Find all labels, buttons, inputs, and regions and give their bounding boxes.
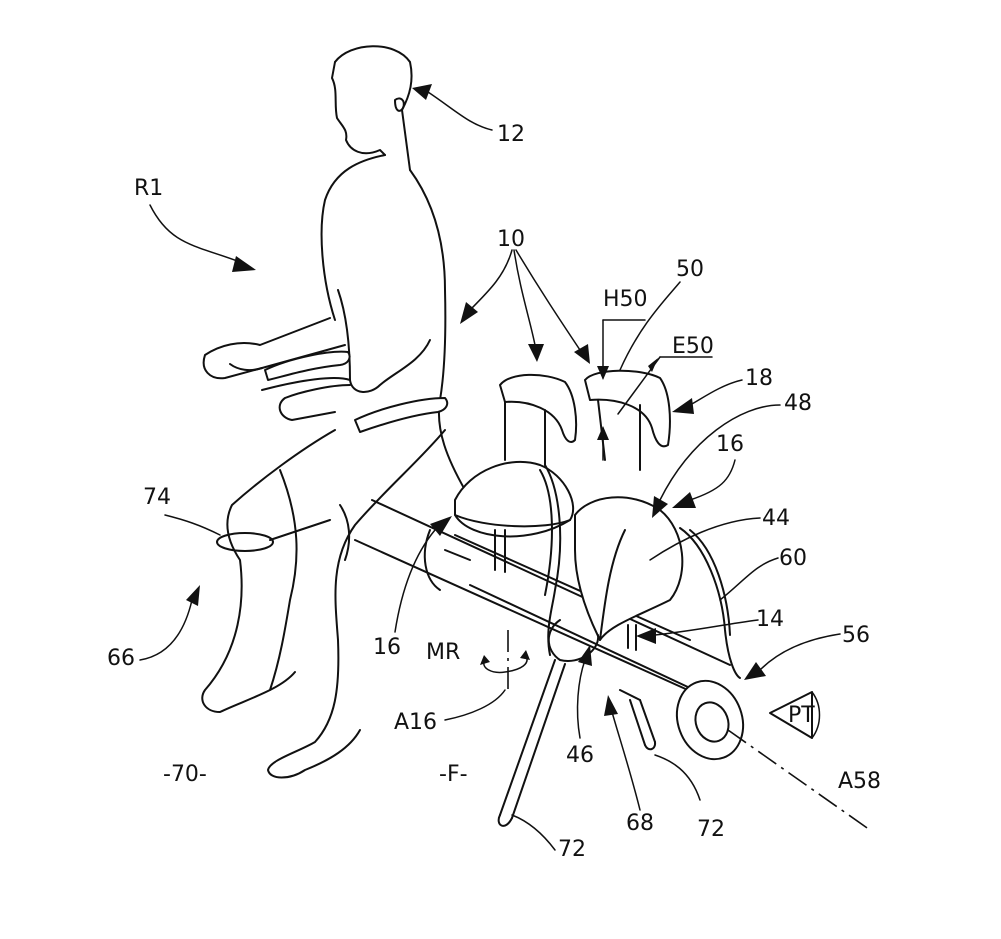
seat-16-right [547, 369, 741, 701]
label-18: 18 [745, 366, 773, 391]
label-f: -F- [439, 762, 468, 787]
label-46: 46 [566, 743, 594, 768]
label-a58: A58 [838, 769, 881, 794]
label-pt: PT [788, 703, 815, 728]
axis-a58 [727, 729, 871, 831]
label-50: 50 [676, 257, 704, 282]
dimension-h50 [597, 319, 646, 461]
label-16-right: 16 [716, 432, 744, 457]
label-70: -70- [163, 762, 207, 787]
person-12 [201, 45, 466, 779]
label-68: 68 [626, 811, 654, 836]
label-72-right: 72 [697, 817, 725, 842]
label-12: 12 [497, 122, 525, 147]
dimension-e50 [617, 356, 713, 415]
support-beam [354, 499, 745, 761]
label-56: 56 [842, 623, 870, 648]
label-10: 10 [497, 227, 525, 252]
label-72-bottom: 72 [558, 837, 586, 862]
label-60: 60 [779, 546, 807, 571]
label-44: 44 [762, 506, 790, 531]
ring-74 [216, 519, 331, 552]
armrests-left [264, 350, 449, 433]
label-e50: E50 [672, 334, 714, 359]
leader-lines [139, 84, 841, 851]
label-74: 74 [143, 485, 171, 510]
support-legs [497, 659, 657, 827]
reference-labels: 12 R1 10 50 H50 E50 18 48 16 44 60 14 56… [107, 122, 881, 862]
label-48: 48 [784, 391, 812, 416]
label-16-left: 16 [373, 635, 401, 660]
pt-marker [769, 691, 821, 739]
label-a16: A16 [394, 710, 437, 735]
label-66: 66 [107, 646, 135, 671]
label-r1: R1 [134, 176, 163, 201]
label-mr: MR [426, 640, 460, 665]
seat-16-left [423, 373, 578, 656]
label-h50: H50 [603, 287, 648, 312]
label-14: 14 [756, 607, 784, 632]
rotation-mr [480, 630, 530, 690]
